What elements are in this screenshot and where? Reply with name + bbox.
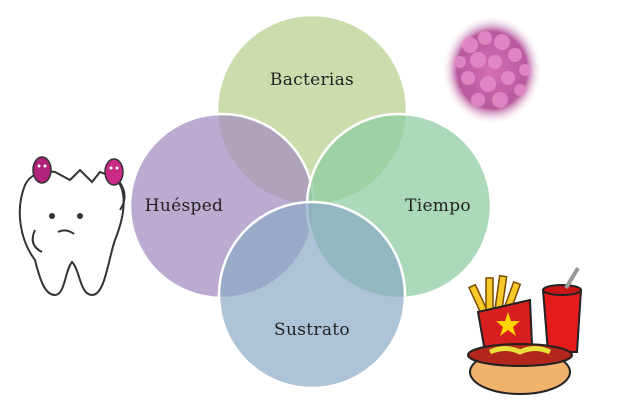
label-bacterias: Bacterias [269, 70, 355, 90]
bacteria-micrograph-icon [442, 15, 542, 125]
label-sustrato: Sustrato [274, 320, 350, 340]
label-huesped: Huésped [144, 196, 224, 216]
fast-food-icon [467, 266, 583, 395]
label-tiempo: Tiempo [405, 196, 471, 216]
tooth-icon [18, 156, 126, 297]
circle-sustrato [217, 200, 407, 390]
